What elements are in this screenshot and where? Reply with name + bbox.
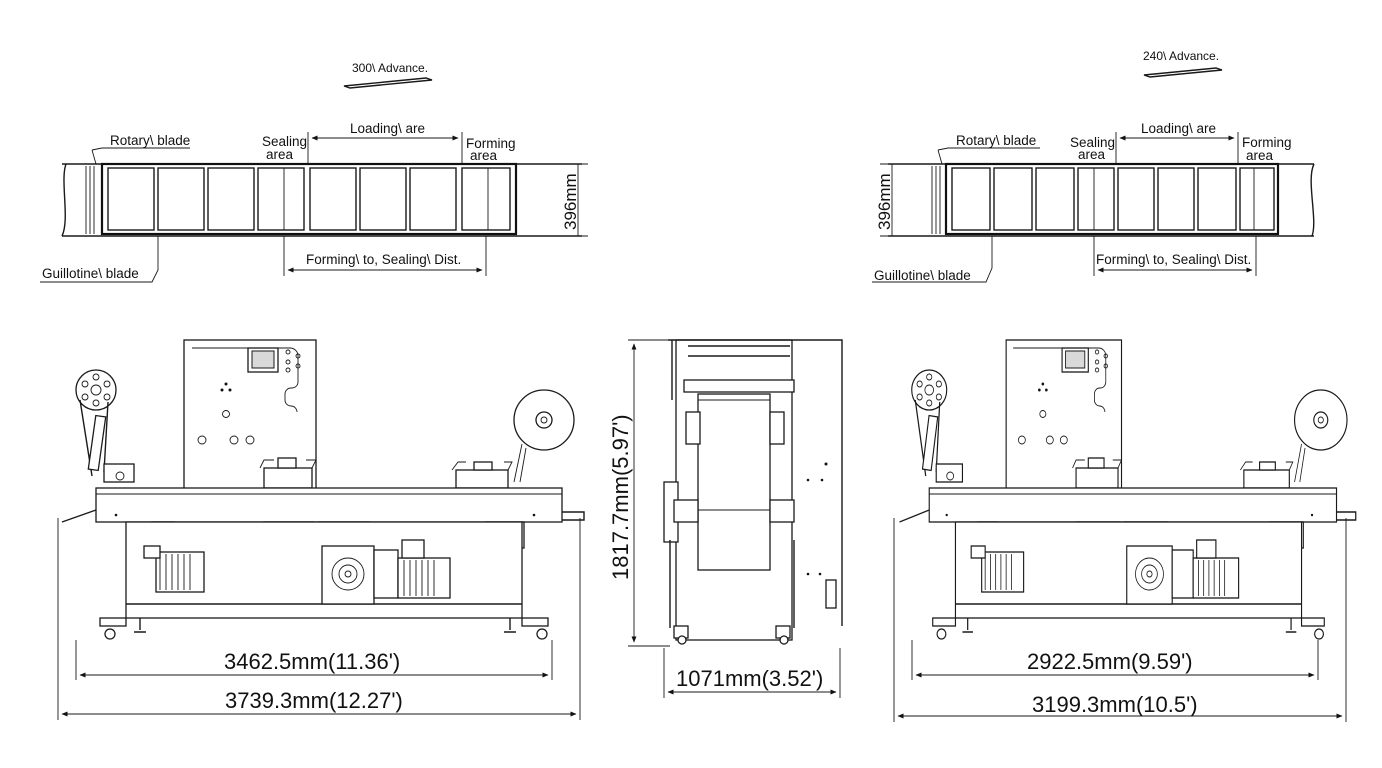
side-height: 1817.7mm(5.97') bbox=[608, 414, 633, 580]
right-strip-diagram: 240\ Advance. 396mm Rotary\ blade Sealin… bbox=[872, 49, 1315, 283]
right-guillotine-label: Guillotine\ blade bbox=[874, 268, 971, 283]
left-forming-sealing-dist: Forming\ to, Sealing\ Dist. bbox=[306, 252, 461, 267]
svg-text:Forming: Forming bbox=[1242, 135, 1292, 150]
left-strip-width: 396mm bbox=[561, 173, 580, 230]
svg-text:Sealing: Sealing bbox=[1070, 135, 1115, 150]
svg-text:area: area bbox=[1078, 147, 1106, 162]
right-advance-arrow bbox=[1143, 67, 1223, 78]
side-view: 1817.7mm(5.97') 1071mm(3.52') bbox=[608, 339, 843, 698]
svg-text:area: area bbox=[1246, 148, 1274, 163]
svg-text:Sealing: Sealing bbox=[262, 134, 307, 149]
left-rotary-blade-label: Rotary\ blade bbox=[110, 133, 190, 148]
left-strip-diagram: 300\ Advance. 396mm Rotary\ blade Sealin… bbox=[40, 61, 588, 283]
right-strip-width: 396mm bbox=[875, 173, 894, 230]
svg-text:area: area bbox=[266, 147, 294, 162]
right-forming-sealing-dist: Forming\ to, Sealing\ Dist. bbox=[1096, 252, 1251, 267]
right-loading-area-label: Loading\ are bbox=[1141, 121, 1216, 136]
left-advance-arrow bbox=[343, 77, 433, 89]
left-advance-label: 300\ Advance. bbox=[352, 61, 428, 75]
right-inner-length: 2922.5mm(9.59') bbox=[1027, 649, 1193, 674]
right-machine-front-view: 2922.5mm(9.59') 3199.3mm(10.5') bbox=[893, 339, 1357, 722]
svg-text:Forming: Forming bbox=[466, 136, 516, 151]
left-inner-length: 3462.5mm(11.36') bbox=[224, 649, 400, 674]
left-guillotine-label: Guillotine\ blade bbox=[42, 266, 139, 281]
svg-text:area: area bbox=[470, 148, 498, 163]
left-overall-length: 3739.3mm(12.27') bbox=[225, 688, 403, 713]
side-width: 1071mm(3.52') bbox=[676, 666, 823, 691]
right-rotary-blade-label: Rotary\ blade bbox=[956, 133, 1036, 148]
right-overall-length: 3199.3mm(10.5') bbox=[1032, 692, 1198, 717]
right-advance-label: 240\ Advance. bbox=[1143, 49, 1219, 63]
left-loading-area-label: Loading\ are bbox=[350, 121, 425, 136]
left-machine-front-view: 3462.5mm(11.36') 3739.3mm(12.27') bbox=[57, 339, 585, 720]
